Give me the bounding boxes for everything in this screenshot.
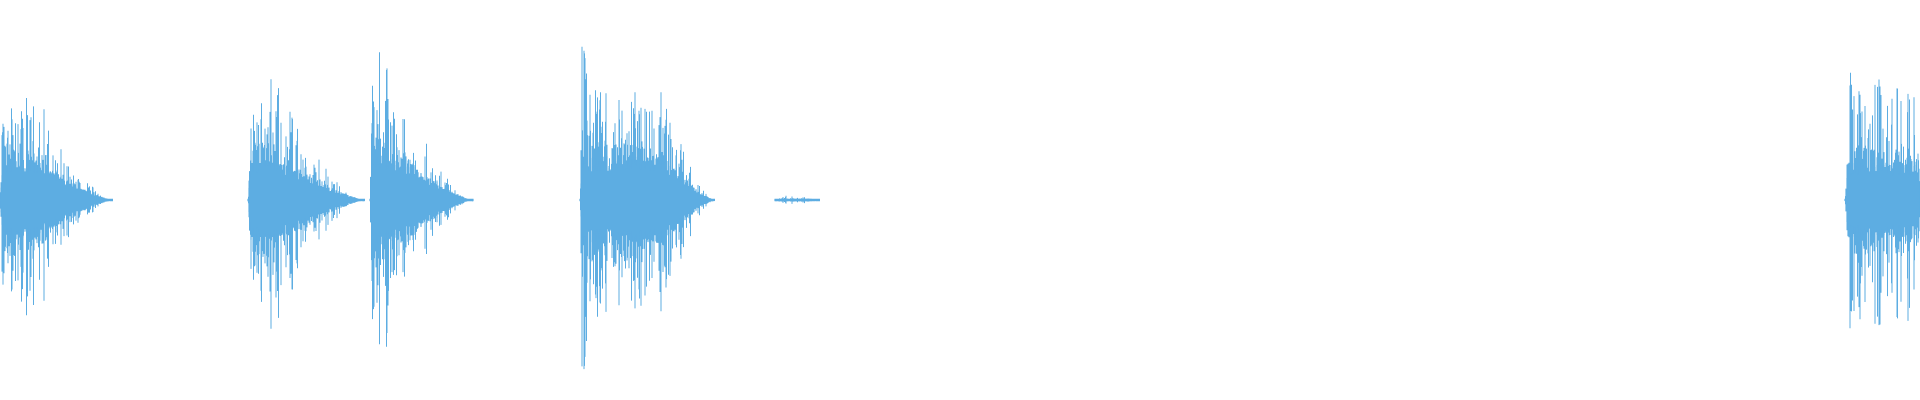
audio-clip-1[interactable] bbox=[0, 98, 113, 316]
waveform-core bbox=[579, 156, 715, 244]
waveform-core bbox=[369, 155, 474, 245]
audio-clip-4[interactable] bbox=[579, 46, 715, 370]
waveform-core bbox=[774, 198, 820, 202]
waveform-core bbox=[1844, 162, 1920, 238]
audio-clip-2[interactable] bbox=[247, 79, 365, 329]
audio-clip-3[interactable] bbox=[369, 52, 474, 347]
audio-clip-6[interactable] bbox=[1844, 72, 1920, 329]
waveform-core bbox=[247, 159, 365, 241]
audio-clip-5[interactable] bbox=[774, 195, 820, 204]
waveform-core bbox=[0, 160, 113, 240]
audio-clips bbox=[0, 46, 1920, 370]
